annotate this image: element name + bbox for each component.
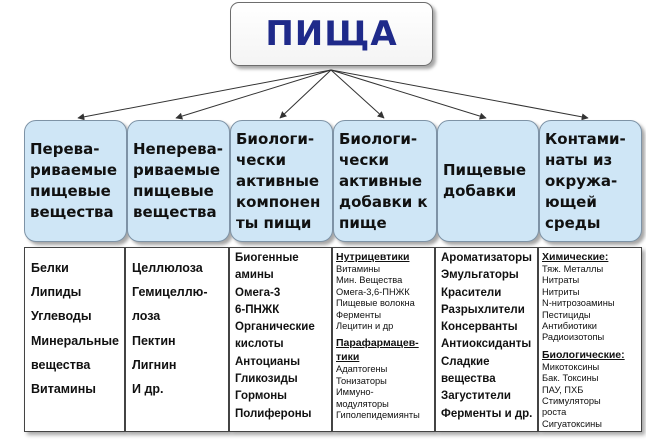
list-item: Тяж. Металлы (542, 264, 604, 274)
list-item: Антибиотики (542, 321, 597, 332)
arrow-to-category-5 (330, 69, 487, 120)
list-item: Сигуатоксины (542, 418, 602, 429)
list-item: Гормоны (235, 390, 287, 403)
category-box-bioactive-components: Биологи- чески активные компонен ты пищи (230, 120, 333, 242)
item-list: Ароматизаторы Эмульгаторы Красители Разр… (436, 248, 537, 423)
category-label: Контами- наты из окружа- ющей среды (545, 129, 626, 232)
list-item: Целлюлоза (132, 261, 203, 275)
category-label: Биологи- чески активные добавки к пище (339, 129, 428, 232)
category-box-contaminants: Контами- наты из окружа- ющей среды (539, 120, 642, 242)
list-item: Ароматизаторы (441, 252, 532, 264)
category-box-dietary-supplements: Биологи- чески активные добавки к пище (333, 120, 437, 242)
list-item: ПАУ, ПХБ (542, 384, 584, 395)
section-heading: Нутрицевтики (336, 251, 410, 263)
list-item: Витамины (336, 264, 381, 274)
list-item: Омега-3,6-ПНЖК (336, 286, 410, 297)
list-item: Тонизаторы (336, 375, 387, 386)
item-list: Тяж. Металлы Нитраты Нитриты N-нитрозоам… (542, 264, 641, 344)
list-item: Нитраты (542, 275, 580, 286)
list-item: Липиды (31, 285, 82, 300)
title-box: ПИЩА (230, 2, 433, 66)
arrow-to-category-3 (279, 69, 332, 119)
list-panel-digestible: Белки Липиды Углеводы Минеральные вещест… (24, 247, 125, 432)
list-panel-dietary-supplements: Нутрицевтики Витамины Мин. Вещества Омег… (332, 247, 435, 432)
list-item: амины (235, 269, 274, 282)
list-item: Микотоксины (542, 361, 600, 372)
list-item: Лигнин (132, 357, 177, 372)
list-item: Пищевые волокна (336, 298, 415, 309)
arrow-to-category-1 (77, 69, 332, 121)
list-item: Эмульгаторы (441, 269, 519, 282)
list-item: Пестициды (542, 309, 591, 320)
list-item: Ферменты (336, 309, 382, 320)
category-label: Биологи- чески активные компонен ты пищи (236, 129, 321, 232)
list-item: Адаптогены (336, 364, 388, 375)
list-item: Иммуно- (336, 387, 374, 398)
category-box-digestible: Перева- риваемые пищевые вещества (24, 120, 127, 242)
item-list: Целлюлоза Гемицеллю- лоза Пектин Лигнин … (126, 248, 228, 401)
list-item: Консерванты (441, 321, 518, 334)
list-item: Стимуляторы (542, 396, 601, 407)
category-label: Перева- риваемые пищевые вещества (30, 140, 118, 221)
list-item: вещества (441, 373, 496, 386)
arrow-to-category-2 (175, 69, 332, 120)
list-item: Бак. Токсины (542, 373, 599, 384)
list-item: Нитриты (542, 286, 580, 297)
list-item: Полифероны (235, 407, 312, 420)
list-item: Углеводы (31, 309, 92, 324)
list-item: Антоцианы (235, 355, 301, 368)
list-panel-food-additives: Ароматизаторы Эмульгаторы Красители Разр… (435, 247, 538, 432)
list-item: модуляторы (336, 398, 389, 409)
list-item: Красители (441, 286, 502, 299)
category-box-food-additives: Пищевые добавки (437, 120, 539, 242)
arrow-to-category-6 (330, 69, 589, 121)
item-list: Адаптогены Тонизаторы Иммуно- модуляторы… (336, 364, 434, 421)
list-panel-contaminants: Химические: Тяж. Металлы Нитраты Нитриты… (538, 247, 642, 432)
category-label: Неперева- риваемые пищевые вещества (133, 140, 224, 221)
list-panel-bioactive-components: Биогенные амины Омега-3 6-ПНЖК Органичес… (229, 247, 332, 432)
list-panel-indigestible: Целлюлоза Гемицеллю- лоза Пектин Лигнин … (125, 247, 229, 432)
arrow-to-category-4 (330, 69, 385, 119)
section-heading: Парафармацев- тики (336, 337, 419, 364)
list-item: лоза (132, 309, 161, 324)
list-item: Гиполепидемиянты (336, 410, 420, 421)
list-item: 6-ПНЖК (235, 303, 280, 316)
list-item: Органические (235, 321, 315, 334)
item-list: Витамины Мин. Вещества Омега-3,6-ПНЖК Пи… (336, 264, 434, 332)
list-item: Биогенные (235, 252, 299, 264)
list-item: И др. (132, 382, 164, 397)
list-item: Антиоксиданты (441, 338, 532, 351)
list-item: Гликозиды (235, 373, 298, 386)
section-heading: Биологические: (542, 348, 625, 361)
list-item: Пектин (132, 333, 176, 348)
list-item: Разрыхлители (441, 303, 525, 316)
list-item: N-нитрозоамины (542, 298, 615, 309)
item-list: Микотоксины Бак. Токсины ПАУ, ПХБ Стимул… (542, 362, 641, 430)
list-item: Загустители (441, 390, 511, 403)
list-item: кислоты (235, 338, 284, 351)
list-item: Белки (31, 261, 69, 275)
diagram-title: ПИЩА (265, 14, 398, 54)
list-item: Радиоизотопы (542, 332, 605, 343)
list-item: Мин. Вещества (336, 275, 403, 286)
list-item: роста (542, 407, 567, 418)
section-heading: Химические: (542, 251, 609, 263)
list-item: вещества (31, 357, 91, 372)
category-label: Пищевые добавки (443, 161, 527, 200)
list-item: Гемицеллю- (132, 285, 208, 300)
list-item: Сладкие (441, 355, 490, 368)
item-list: Биогенные амины Омега-3 6-ПНЖК Органичес… (230, 248, 331, 423)
item-list: Белки Липиды Углеводы Минеральные вещест… (25, 248, 124, 401)
list-item: Ферменты и др. (441, 407, 533, 420)
list-item: Витамины (31, 382, 96, 397)
category-box-indigestible: Неперева- риваемые пищевые вещества (127, 120, 230, 242)
list-item: Омега-3 (235, 286, 281, 299)
list-item: Лецитин и др (336, 321, 394, 332)
list-item: Минеральные (31, 333, 119, 348)
